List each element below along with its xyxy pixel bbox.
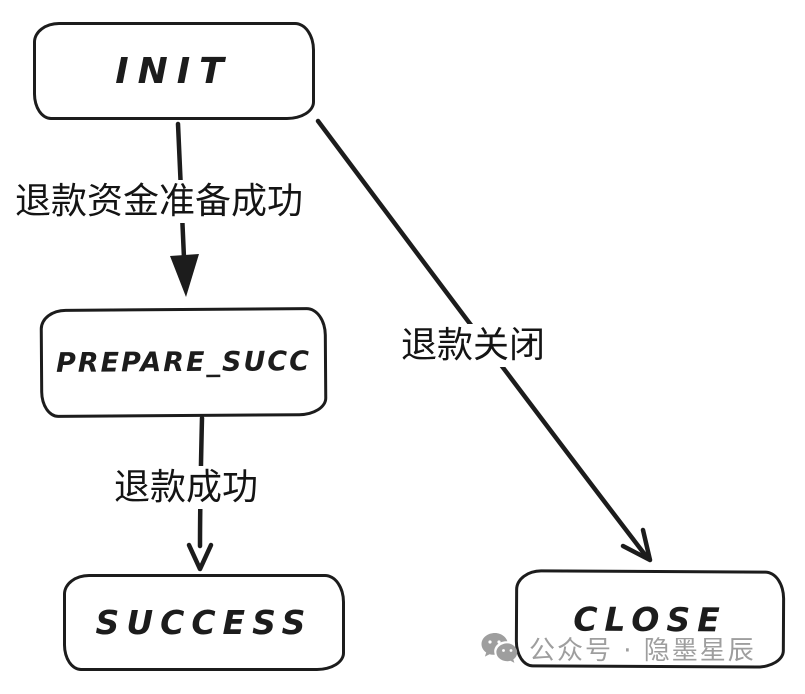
node-prepare-succ: PREPARE_SUCC xyxy=(39,306,328,419)
watermark: 公众号 · 隐墨星辰 xyxy=(480,630,756,667)
node-success: SUCCESS xyxy=(63,574,345,671)
watermark-text: 公众号 · 隐墨星辰 xyxy=(529,636,756,666)
node-prepare-succ-label: PREPARE_SUCC xyxy=(55,346,312,379)
node-success-label: SUCCESS xyxy=(95,603,313,642)
node-init-label: INIT xyxy=(115,50,233,92)
wechat-icon xyxy=(480,631,520,667)
edge-label-refund-funds-prepared: 退款资金准备成功 xyxy=(12,180,307,224)
edge-prepare-to-success-arrowhead xyxy=(186,542,214,572)
edge-label-refund-success: 退款成功 xyxy=(111,466,262,510)
edge-init-to-close-arrowhead xyxy=(620,527,653,563)
edge-init-to-prepare-arrowhead xyxy=(170,254,199,297)
node-init: INIT xyxy=(33,22,315,120)
edge-label-refund-closed: 退款关闭 xyxy=(398,324,549,368)
